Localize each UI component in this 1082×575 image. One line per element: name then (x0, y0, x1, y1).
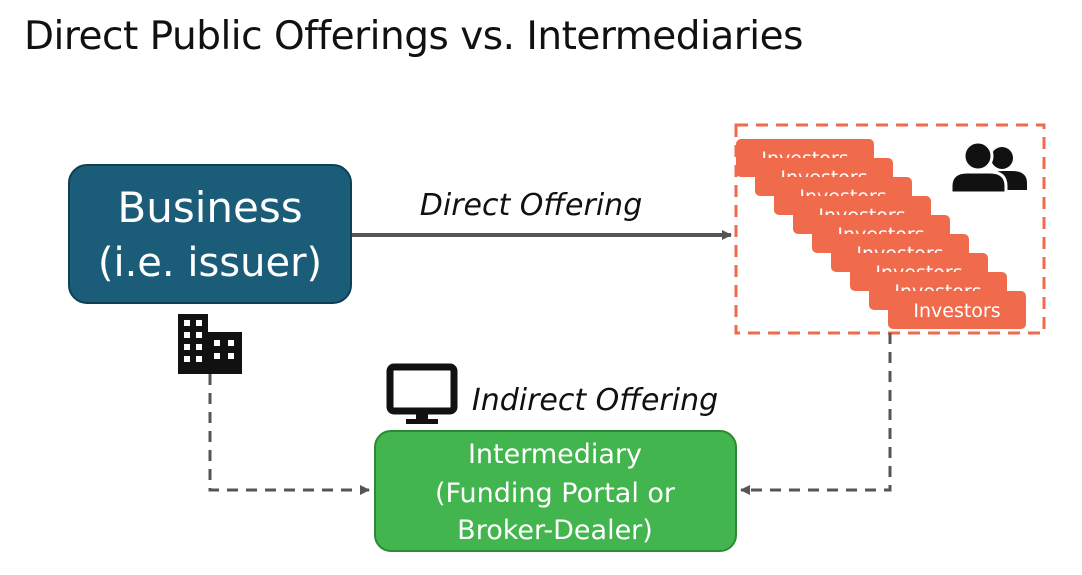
intermediary-box: Intermediary (Funding Portal or Broker-D… (374, 430, 737, 552)
investor-card: Investors (888, 291, 1026, 329)
monitor-icon (386, 363, 458, 424)
business-subtitle: (i.e. issuer) (98, 240, 322, 286)
intermediary-title: Intermediary (468, 439, 642, 470)
business-box: Business (i.e. issuer) (68, 164, 352, 304)
business-to-intermediary-arrow (208, 374, 370, 495)
investor-card-label: Investors (913, 300, 1000, 322)
intermediary-subtitle-2: Broker-Dealer) (457, 515, 653, 546)
investors-to-intermediary-arrow (740, 333, 892, 495)
direct-offering-label: Direct Offering (420, 188, 642, 223)
intermediary-subtitle-1: (Funding Portal or (435, 478, 676, 509)
investor-cards: InvestorsInvestorsInvestorsInvestorsInve… (736, 139, 1026, 329)
business-title: Business (117, 183, 302, 232)
indirect-offering-label: Indirect Offering (472, 383, 718, 418)
page-title: Direct Public Offerings vs. Intermediari… (24, 14, 803, 59)
people-icon (949, 140, 1027, 195)
building-icon (178, 314, 242, 374)
